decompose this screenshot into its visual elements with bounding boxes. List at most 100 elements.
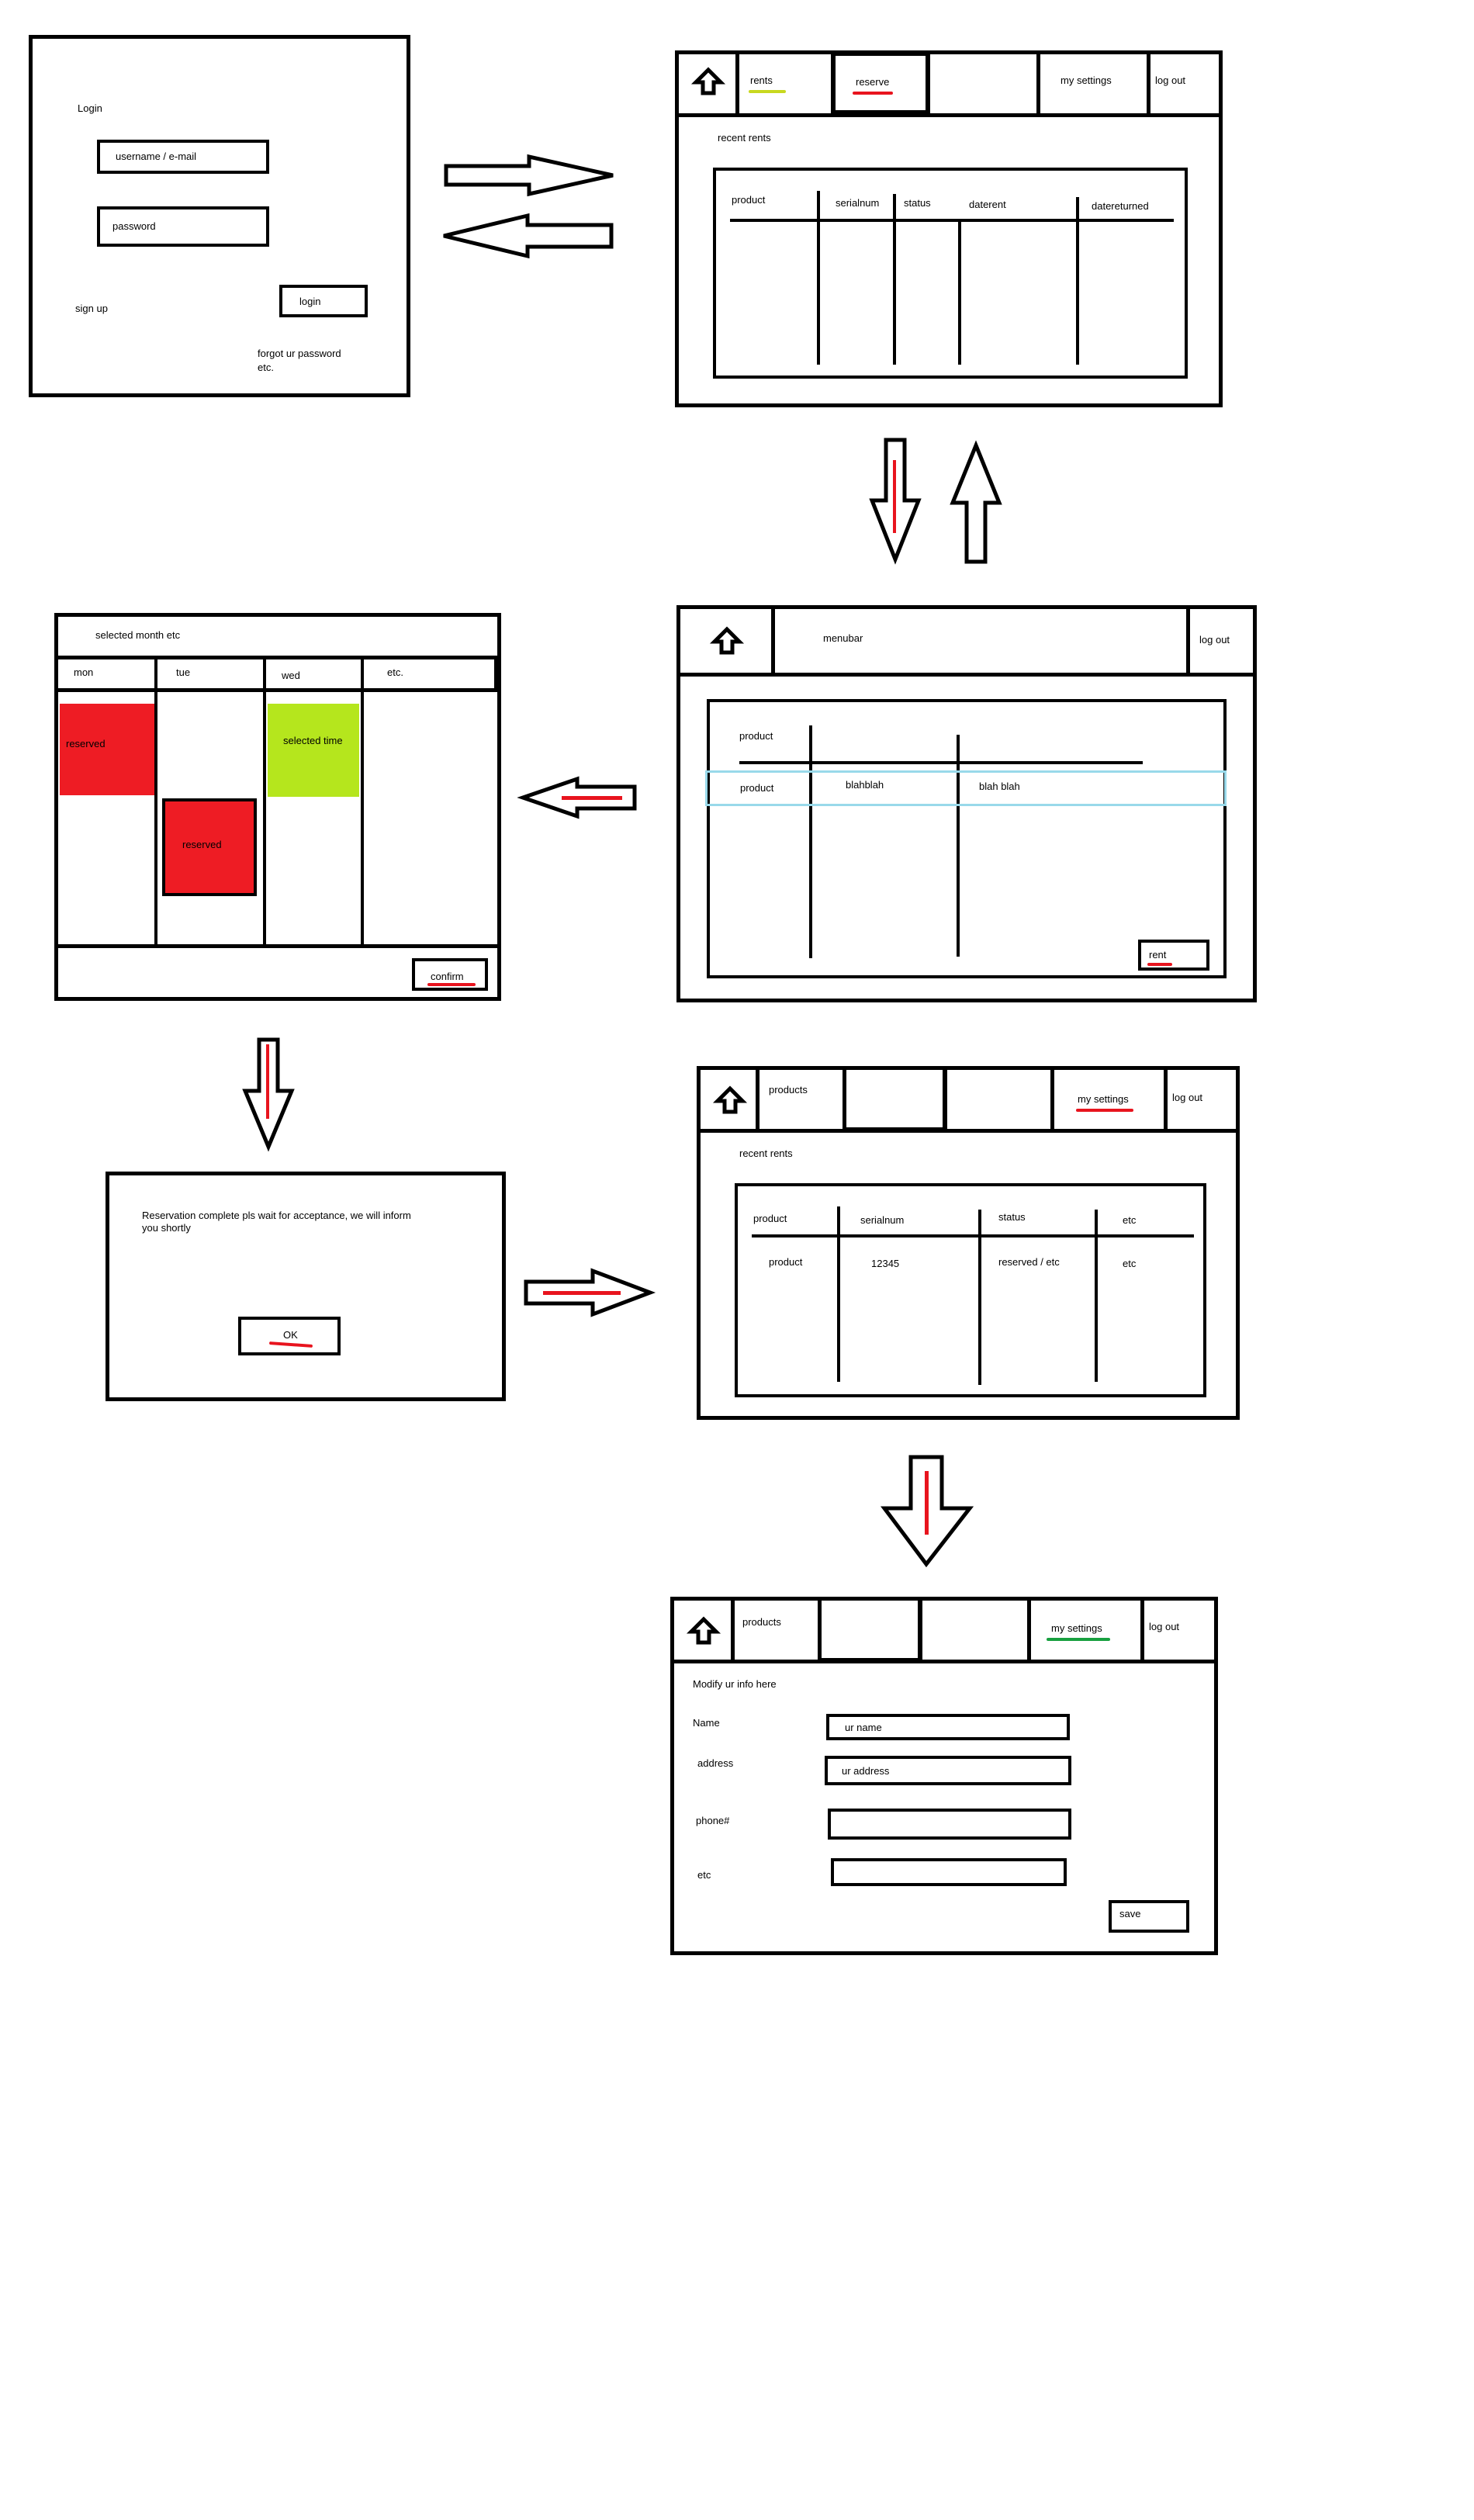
- rents-screen: rents reserve my settings log out recent…: [675, 50, 1223, 407]
- tab-products[interactable]: products: [735, 1601, 822, 1661]
- rents-table: product serialnum status daterent datere…: [713, 168, 1188, 379]
- tab-empty[interactable]: [947, 1070, 1054, 1130]
- row-cell-2: blahblah: [846, 779, 884, 791]
- settings-title: Modify ur info here: [693, 1678, 777, 1690]
- calendar-screen: selected month etc mon tue wed etc. rese…: [54, 613, 501, 1001]
- confirm-button[interactable]: confirm: [412, 958, 488, 991]
- login-button-label: login: [299, 296, 321, 307]
- ok-button[interactable]: OK: [238, 1317, 341, 1355]
- cell-etc: etc: [1123, 1258, 1137, 1269]
- col-product: product: [753, 1213, 787, 1224]
- tab-empty[interactable]: [822, 1601, 922, 1663]
- name-input-value: ur name: [845, 1722, 882, 1733]
- tab-my-settings-label: my settings: [1061, 74, 1112, 86]
- ok-button-label: OK: [283, 1329, 298, 1341]
- phone-input[interactable]: [828, 1809, 1071, 1840]
- rent-button-label: rent: [1149, 949, 1167, 961]
- address-input-value: ur address: [842, 1765, 890, 1777]
- cell-serialnum: 12345: [871, 1258, 900, 1269]
- section-title: recent rents: [718, 132, 771, 144]
- products-table: product product blahblah blah blah rent: [705, 699, 1227, 978]
- name-input[interactable]: ur name: [826, 1714, 1070, 1740]
- logout-button[interactable]: log out: [1186, 609, 1253, 674]
- tab-rents[interactable]: rents: [739, 54, 836, 115]
- password-input[interactable]: password: [97, 206, 269, 247]
- forgot-etc: etc.: [258, 362, 274, 373]
- col-divider: [1076, 197, 1079, 365]
- tab-empty[interactable]: [846, 1070, 947, 1132]
- dialog-message: Reservation complete pls wait for accept…: [142, 1210, 411, 1234]
- tab-logout[interactable]: log out: [1150, 54, 1219, 115]
- home-button[interactable]: [680, 609, 775, 674]
- address-input[interactable]: ur address: [825, 1756, 1071, 1785]
- tab-products-label: products: [742, 1616, 781, 1628]
- home-button[interactable]: [674, 1601, 735, 1661]
- menubar-divider: [701, 1129, 1236, 1133]
- username-input[interactable]: username / e-mail: [97, 140, 269, 174]
- col-divider: [978, 1210, 981, 1385]
- login-button[interactable]: login: [279, 285, 368, 317]
- tab-logout-label: log out: [1149, 1621, 1180, 1632]
- confirm-button-label: confirm: [431, 971, 464, 982]
- up-arrow-icon: [690, 67, 726, 95]
- day-wed: wed: [282, 670, 300, 681]
- signup-link[interactable]: sign up: [75, 303, 108, 314]
- tab-my-settings[interactable]: my settings: [1054, 1070, 1168, 1130]
- col-daterent: daterent: [969, 199, 1006, 210]
- up-arrow-icon: [709, 626, 745, 655]
- tab-products[interactable]: products: [759, 1070, 846, 1130]
- tab-products-label: products: [769, 1084, 808, 1096]
- selected-time-slot[interactable]: selected time: [268, 704, 359, 797]
- tab-logout[interactable]: log out: [1168, 1070, 1236, 1130]
- menubar-label: menubar: [823, 632, 863, 644]
- col-divider: [1095, 1210, 1098, 1382]
- tab-empty[interactable]: [922, 1601, 1031, 1661]
- col-divider: [809, 725, 812, 958]
- tab-my-settings[interactable]: my settings: [1040, 54, 1150, 115]
- tab-reserve[interactable]: reserve: [831, 51, 930, 115]
- cell-status: reserved / etc: [998, 1256, 1060, 1268]
- col-divider: [958, 219, 961, 365]
- row-cell-product: product: [740, 782, 774, 794]
- table-row-selected[interactable]: product blahblah blah blah: [705, 770, 1227, 806]
- arrow-down-products-to-settings: [881, 1455, 974, 1568]
- menubar-divider: [679, 113, 1219, 117]
- arrow-up-reserve-to-rents: [950, 440, 1002, 564]
- col-status: status: [904, 197, 931, 209]
- day-tue: tue: [176, 666, 191, 678]
- green-underline: [1047, 1638, 1110, 1641]
- col-serialnum: serialnum: [836, 197, 880, 209]
- col-divider: [893, 194, 896, 365]
- reserved-slot: reserved: [60, 704, 154, 795]
- forgot-password-link[interactable]: forgot ur password: [258, 348, 341, 359]
- col-divider: [817, 191, 820, 365]
- col-serialnum: serialnum: [860, 1214, 905, 1226]
- tab-my-settings-label: my settings: [1051, 1622, 1102, 1634]
- rent-button[interactable]: rent: [1138, 940, 1209, 971]
- footer-divider: [58, 944, 497, 948]
- header-product: product: [739, 730, 773, 742]
- field-label-address: address: [697, 1757, 734, 1769]
- save-button[interactable]: save: [1109, 1900, 1189, 1933]
- field-label-name: Name: [693, 1717, 720, 1729]
- etc-input[interactable]: [831, 1858, 1067, 1886]
- field-label-phone: phone#: [696, 1815, 730, 1826]
- col-product: product: [732, 194, 766, 206]
- col-etc: etc: [1123, 1214, 1137, 1226]
- header-line: [752, 1234, 1194, 1238]
- arrow-down-rents-to-reserve: [869, 438, 922, 565]
- col-divider: [957, 735, 960, 957]
- tab-empty[interactable]: [930, 54, 1040, 115]
- reserve-screen: menubar log out product product blahblah…: [676, 605, 1257, 1002]
- products-screen: products my settings log out recent rent…: [697, 1066, 1240, 1420]
- home-button[interactable]: [701, 1070, 759, 1130]
- red-underline: [427, 983, 476, 986]
- days-divider: [58, 688, 497, 692]
- tab-my-settings[interactable]: my settings: [1031, 1601, 1144, 1661]
- login-title: Login: [78, 102, 102, 114]
- col-divider: [837, 1206, 840, 1382]
- arrow-left-rents-to-login: [443, 213, 614, 259]
- tab-my-settings-label: my settings: [1078, 1093, 1129, 1105]
- tab-logout[interactable]: log out: [1144, 1601, 1214, 1661]
- home-button[interactable]: [679, 54, 739, 115]
